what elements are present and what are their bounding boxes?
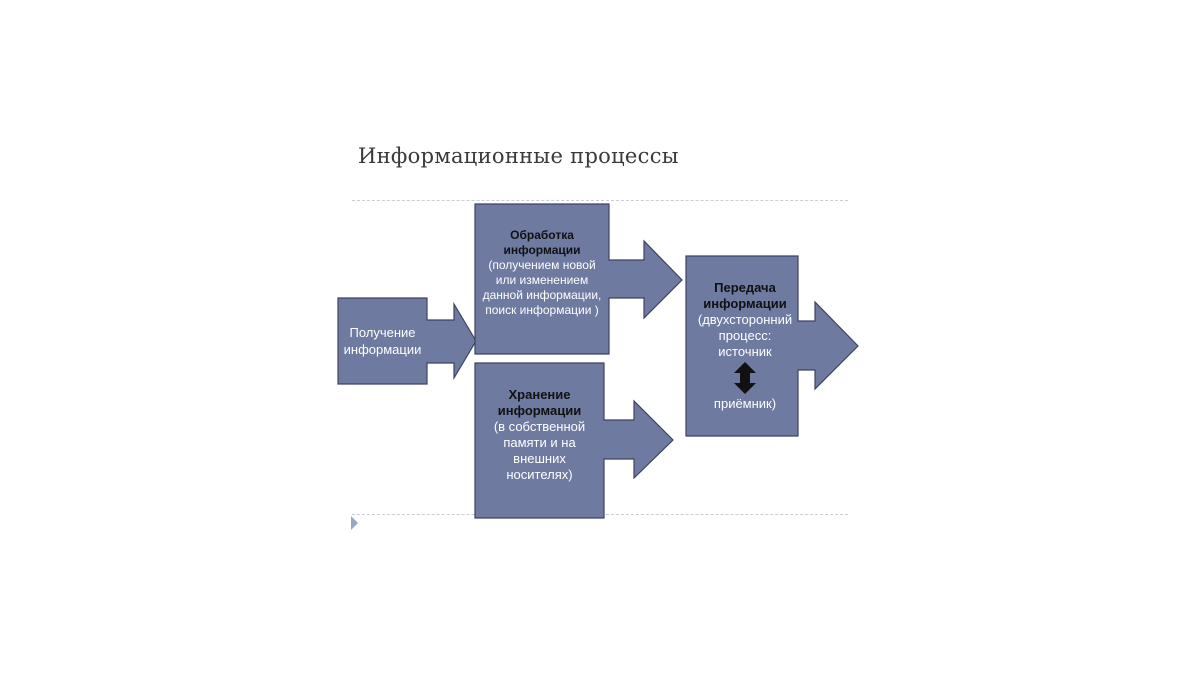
store-desc2: памяти и на — [503, 435, 576, 450]
process-desc1: (получением новой — [488, 258, 596, 272]
transfer-title1: Передача — [714, 280, 776, 295]
store-info-label: Хранение информации (в собственной памят… — [475, 387, 604, 497]
process-info-label: Обработка информации (получением новой и… — [475, 228, 609, 328]
transfer-info-shape — [685, 255, 859, 437]
top-divider — [352, 200, 848, 201]
transfer-desc4: приёмник) — [713, 396, 777, 411]
store-title2: информации — [497, 403, 582, 418]
transfer-info-label-bottom: приёмник) — [686, 396, 804, 412]
double-vertical-arrow-icon — [734, 362, 756, 394]
transfer-desc1: (двухсторонний — [697, 312, 793, 327]
store-desc3: внешних — [513, 451, 566, 466]
process-desc4: поиск информации ) — [485, 303, 599, 317]
transfer-desc3: источник — [718, 344, 772, 359]
store-title1: Хранение — [508, 387, 571, 402]
process-desc3: данной информации, — [482, 288, 602, 302]
store-info-shape — [474, 362, 674, 519]
slide-title: Информационные процессы — [358, 144, 679, 168]
receive-line1: Получение — [349, 325, 416, 340]
receive-line2: информации — [343, 342, 422, 357]
bullet-triangle-icon — [351, 516, 358, 530]
process-title2: информации — [503, 243, 581, 257]
transfer-title2: информации — [703, 296, 787, 311]
receive-info-shape — [337, 297, 477, 385]
receive-info-label: Получение информации — [338, 298, 427, 384]
process-title1: Обработка — [510, 228, 574, 242]
transfer-info-label: Передача информации (двухсторонний проце… — [686, 280, 804, 362]
process-desc2: или изменением — [495, 273, 589, 287]
store-desc4: носителях) — [506, 467, 573, 482]
store-desc1: (в собственной — [493, 419, 586, 434]
transfer-desc2: процесс: — [718, 328, 772, 343]
process-info-shape — [474, 203, 683, 355]
